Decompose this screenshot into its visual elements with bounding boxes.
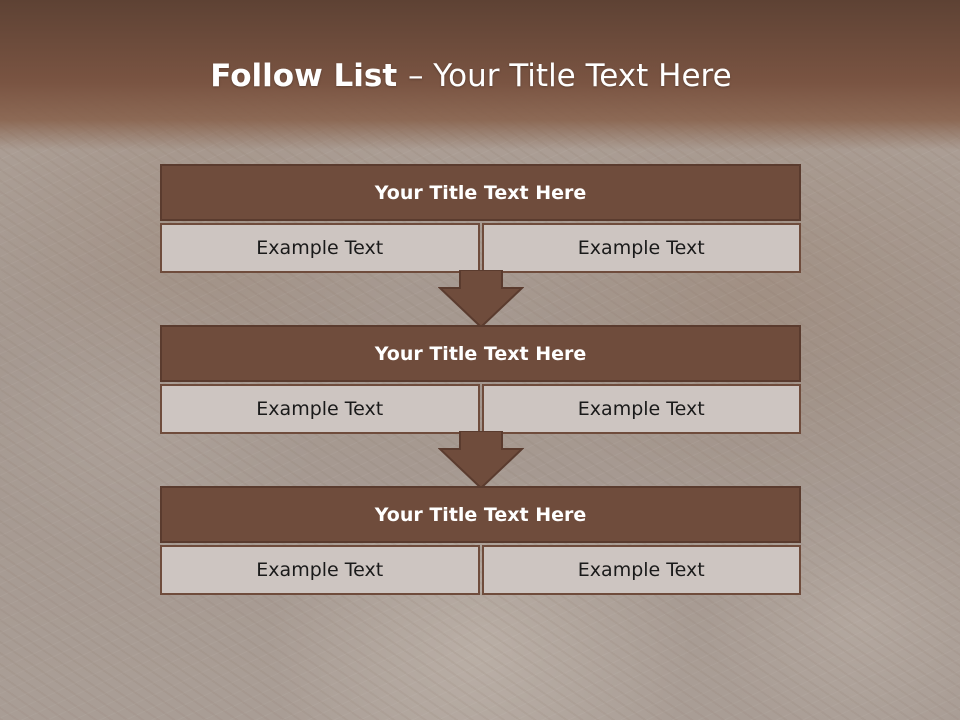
block-cell-left: Example Text [160,223,480,273]
list-block-1: Your Title Text Here Example Text Exampl… [160,164,801,273]
down-arrow-icon [438,270,524,328]
page-title: Follow List – Your Title Text Here [0,52,942,100]
page-title-rest: – Your Title Text Here [407,58,732,94]
block-row: Example Text Example Text [160,545,801,595]
block-cell-right: Example Text [481,545,801,595]
page-title-bold: Follow List [210,58,408,94]
block-cell-right: Example Text [481,223,801,273]
block-row: Example Text Example Text [160,223,801,273]
down-arrow-icon [438,431,524,489]
block-title: Your Title Text Here [160,486,801,543]
block-title: Your Title Text Here [160,164,801,221]
list-block-3: Your Title Text Here Example Text Exampl… [160,486,801,595]
header-band [0,0,960,150]
block-cell-left: Example Text [160,545,480,595]
block-title: Your Title Text Here [160,325,801,382]
block-row: Example Text Example Text [160,384,801,434]
block-cell-left: Example Text [160,384,480,434]
block-cell-right: Example Text [481,384,801,434]
list-block-2: Your Title Text Here Example Text Exampl… [160,325,801,434]
